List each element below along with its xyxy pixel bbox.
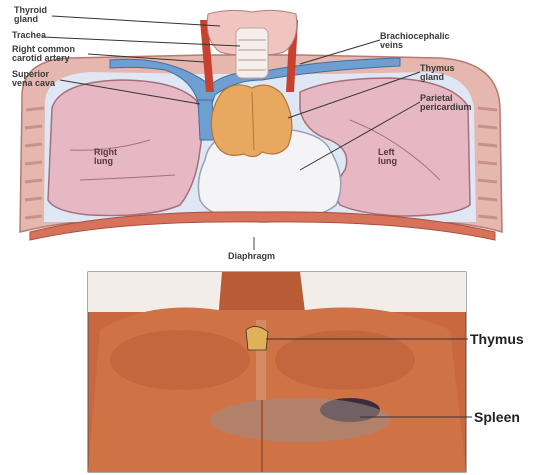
label-left-lung: Left lung [378, 148, 397, 166]
thymus-gland [211, 85, 292, 157]
label-spleen: Spleen [474, 409, 520, 425]
label-right-lung-line2: lung [94, 157, 117, 166]
label-brachio-line2: veins [380, 41, 450, 50]
label-parietal-pericardium: Parietal pericardium [420, 94, 472, 112]
label-thyroid-gland: Thyroid gland [14, 6, 47, 24]
label-thymus-gland: Thymus gland [420, 64, 455, 82]
label-thyroid-line2: gland [14, 15, 47, 24]
label-pericardium-line2: pericardium [420, 103, 472, 112]
label-right-lung: Right lung [94, 148, 117, 166]
label-trachea: Trachea [12, 31, 46, 40]
label-left-lung-line2: lung [378, 157, 397, 166]
label-superior-vena-cava: Superior vena cava [12, 70, 55, 88]
label-brachiocephalic-veins: Brachiocephalic veins [380, 32, 450, 50]
label-diaphragm: Diaphragm [228, 252, 275, 261]
label-svc-line2: vena cava [12, 79, 55, 88]
label-right-common-carotid: Right common carotid artery [12, 45, 75, 63]
torso [88, 308, 466, 473]
label-thymus: Thymus [470, 331, 524, 347]
label-thymus-line2: gland [420, 73, 455, 82]
label-carotid-line2: carotid artery [12, 54, 75, 63]
photo-thymus [246, 326, 268, 350]
